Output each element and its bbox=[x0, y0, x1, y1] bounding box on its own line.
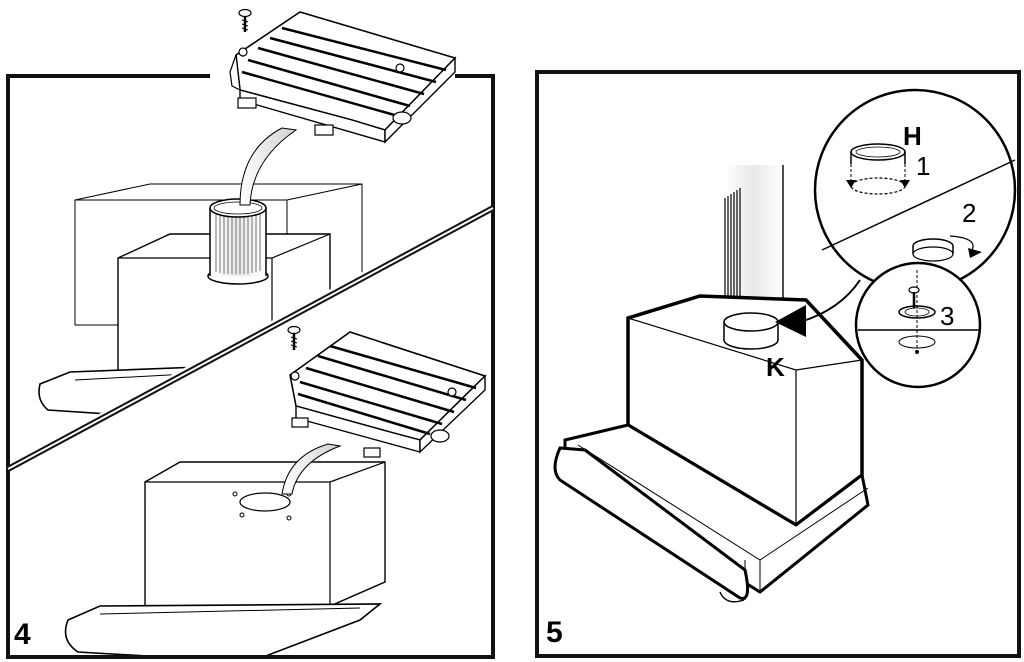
detail-magnifier-small bbox=[854, 261, 982, 389]
exhaust-duct-pipe bbox=[724, 165, 784, 315]
panel-4: 4 bbox=[6, 8, 495, 659]
grille-upper bbox=[229, 11, 457, 144]
step-2-number: 2 bbox=[962, 198, 976, 228]
screw-icon-upper bbox=[238, 8, 252, 32]
step-1-number: 1 bbox=[916, 151, 930, 181]
detail-title-h: H bbox=[903, 121, 922, 151]
panel-4-number: 4 bbox=[14, 618, 31, 651]
detail-magnifier bbox=[813, 88, 1017, 292]
panel-5-number: 5 bbox=[546, 616, 563, 649]
range-hood bbox=[553, 294, 870, 603]
panel-5: H 1 2 3 K 5 bbox=[535, 70, 1021, 658]
panel-5-frame bbox=[535, 70, 1021, 658]
duct-collar-label-k: K bbox=[766, 352, 785, 382]
hood-top-recirculation bbox=[64, 461, 386, 655]
grille-lower bbox=[289, 331, 487, 458]
motion-ribbon-lower bbox=[281, 443, 342, 495]
screw-icon-lower bbox=[287, 325, 301, 350]
pointer-arrow-icon bbox=[775, 279, 861, 337]
step-3-number: 3 bbox=[940, 301, 954, 331]
panel-4-frame bbox=[6, 74, 495, 659]
motion-ribbon-upper bbox=[239, 127, 298, 206]
